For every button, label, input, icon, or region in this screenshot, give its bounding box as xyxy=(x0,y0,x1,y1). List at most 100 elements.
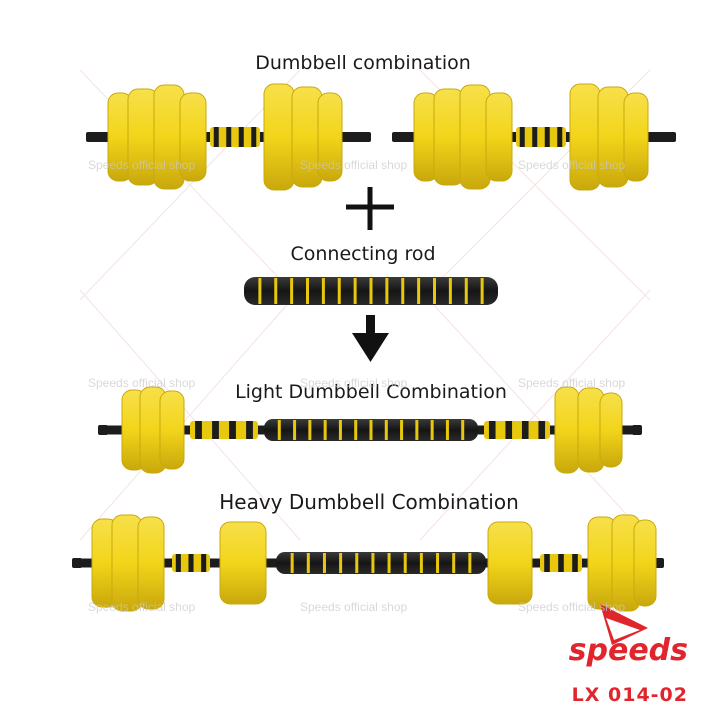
watermark-text: Speeds official shop xyxy=(518,376,626,390)
rod-ring xyxy=(464,278,468,304)
rod-ring xyxy=(369,278,373,304)
watermark-text: Speeds official shop xyxy=(88,158,196,172)
rod-ring xyxy=(306,553,310,573)
weight-plate xyxy=(485,92,513,182)
rod-ring xyxy=(448,278,452,304)
rod-ring xyxy=(468,553,472,573)
grip-stripe xyxy=(226,127,232,147)
grip-stripe xyxy=(557,127,563,147)
plus-icon xyxy=(346,187,394,230)
rod-ring xyxy=(290,278,294,304)
rod-ring xyxy=(306,278,309,304)
end-cap xyxy=(86,132,96,142)
grip-stripe xyxy=(188,554,194,572)
weight-plate xyxy=(623,92,649,182)
grip-stripe xyxy=(238,127,244,147)
end-cap xyxy=(632,425,642,435)
light-dumbbell-combination xyxy=(98,386,642,474)
weight-plate xyxy=(633,519,657,607)
connecting-rod xyxy=(244,277,498,305)
weight-plate xyxy=(263,83,295,191)
rod-ring xyxy=(338,420,342,440)
watermark-text: Speeds official shop xyxy=(518,158,626,172)
weight-plate xyxy=(487,521,533,605)
rod-ring xyxy=(354,420,358,440)
end-cap xyxy=(666,132,676,142)
down-arrow-icon xyxy=(352,315,389,362)
grip-stripe xyxy=(175,554,181,572)
dumbbell-pair xyxy=(86,83,676,191)
label-dumbbell-combination: Dumbbell combination xyxy=(255,52,471,74)
grip-stripe xyxy=(519,127,525,147)
rod-ring xyxy=(322,553,326,573)
weight-plate xyxy=(179,92,207,182)
weight-plate xyxy=(137,516,165,610)
grip-stripe xyxy=(532,127,538,147)
grip-stripe xyxy=(544,554,550,572)
watermark-text: Speeds official shop xyxy=(300,376,408,390)
rod-ring xyxy=(293,420,297,440)
end-cap xyxy=(98,425,108,435)
grip-stripe xyxy=(212,421,219,439)
grip-stripe xyxy=(538,421,546,439)
label-connecting-rod: Connecting rod xyxy=(290,243,436,265)
grip-stripe xyxy=(572,554,578,572)
rod-ring xyxy=(419,553,423,573)
grip-stripe xyxy=(558,554,564,572)
grip-stripe xyxy=(488,421,496,439)
weight-plate xyxy=(159,390,185,470)
grip-stripe xyxy=(251,127,257,147)
weight-plate xyxy=(599,392,623,468)
rod-ring xyxy=(274,278,278,304)
rod-ring xyxy=(417,278,421,304)
weight-plate xyxy=(219,521,267,605)
grip-stripe xyxy=(246,421,253,439)
rod-ring xyxy=(321,278,325,304)
weight-plate xyxy=(569,83,601,191)
rod-ring xyxy=(461,420,465,440)
grip-stripe xyxy=(213,127,219,147)
weight-plate xyxy=(317,92,343,182)
watermark-text: Speeds official shop xyxy=(300,158,408,172)
rod-ring xyxy=(323,420,327,440)
grip-stripe xyxy=(521,421,529,439)
heavy-dumbbell-combination xyxy=(72,514,664,612)
rod-ring xyxy=(385,278,389,304)
rod-ring xyxy=(277,420,281,440)
rod-ring xyxy=(369,420,373,440)
model-number: LX 014-02 xyxy=(571,684,688,706)
rod-ring xyxy=(387,553,391,573)
brand-name: speeds xyxy=(568,633,688,668)
rod-ring xyxy=(308,420,312,440)
rod-ring xyxy=(430,420,434,440)
rod-ring xyxy=(480,278,484,304)
grip-stripe xyxy=(201,554,207,572)
rod-ring xyxy=(384,420,388,440)
end-cap xyxy=(392,132,402,142)
end-cap xyxy=(361,132,371,142)
handle-grip xyxy=(516,127,566,147)
foam-rod xyxy=(276,552,486,574)
rod-ring xyxy=(433,278,436,304)
watermark-text: Speeds official shop xyxy=(518,600,626,614)
rod-ring xyxy=(401,278,405,304)
rod-ring xyxy=(445,420,449,440)
rod-ring xyxy=(415,420,419,440)
rod-ring xyxy=(337,278,341,304)
grip-stripe xyxy=(505,421,513,439)
rod-ring xyxy=(258,278,262,304)
grip-stripe xyxy=(544,127,550,147)
label-heavy-combination: Heavy Dumbbell Combination xyxy=(219,490,519,514)
handle-grip xyxy=(484,421,550,439)
handle-grip xyxy=(190,421,258,439)
rod-ring xyxy=(353,278,357,304)
rod-ring xyxy=(403,553,407,573)
rod-ring xyxy=(452,553,456,573)
speeds-logo-mark xyxy=(600,604,648,645)
rod-ring xyxy=(436,553,440,573)
dumbbell xyxy=(86,83,371,191)
rod-ring xyxy=(355,553,359,573)
end-cap xyxy=(72,558,82,568)
rod-ring xyxy=(290,553,294,573)
